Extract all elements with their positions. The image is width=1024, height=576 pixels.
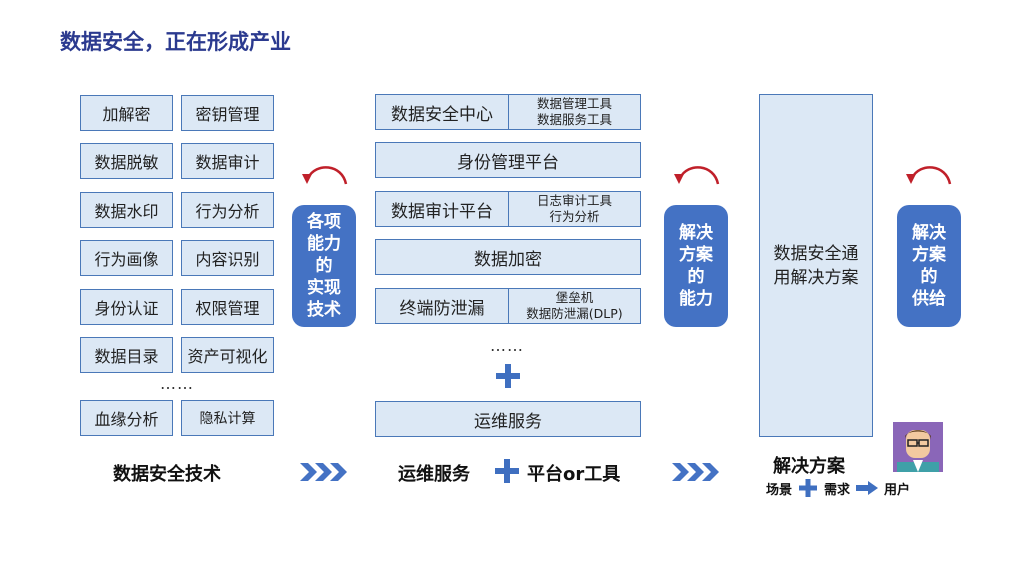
curved-arrow-icon bbox=[674, 166, 720, 185]
arrow-right-icon bbox=[856, 481, 879, 495]
tech-dots: …… bbox=[160, 374, 194, 393]
plus-icon bbox=[495, 459, 519, 483]
platform-main: 数据安全中心 bbox=[376, 95, 509, 129]
solution-capability-pill: 解决 方案 的 能力 bbox=[664, 205, 728, 327]
tech-label: 数据安全技术 bbox=[113, 464, 221, 485]
platform-row-data-security-center: 数据安全中心 数据管理工具 数据服务工具 bbox=[375, 94, 641, 130]
platform-row-audit: 数据审计平台 日志审计工具 行为分析 bbox=[375, 191, 641, 227]
tech-cell: 资产可视化 bbox=[181, 337, 274, 373]
platform-sub: 日志审计工具 bbox=[536, 193, 612, 208]
tech-cell: 数据水印 bbox=[80, 192, 173, 228]
tech-cell: 身份认证 bbox=[80, 289, 173, 325]
platform-sub: 行为分析 bbox=[549, 209, 600, 224]
platform-row-identity: 身份管理平台 bbox=[375, 142, 641, 178]
chevrons-right-icon bbox=[300, 463, 347, 481]
platform-subs: 数据管理工具 数据服务工具 bbox=[509, 96, 640, 128]
plus-icon bbox=[799, 479, 818, 497]
tech-cell: 权限管理 bbox=[181, 289, 274, 325]
solution-sub-row: 场景 需求 用户 bbox=[766, 478, 910, 498]
tech-cell: 数据审计 bbox=[181, 143, 274, 179]
platform-label-right: 平台or工具 bbox=[527, 464, 621, 485]
platform-sub: 堡垒机 bbox=[555, 290, 594, 305]
chevrons-right-icon bbox=[672, 463, 719, 481]
curved-arrow-icon bbox=[302, 166, 348, 185]
platform-main: 数据审计平台 bbox=[376, 192, 509, 226]
solution-label: 解决方案 bbox=[773, 456, 845, 477]
tech-cell: 密钥管理 bbox=[181, 95, 274, 131]
platform-sub: 数据防泄漏(DLP) bbox=[526, 306, 623, 321]
platform-row-encryption: 数据加密 bbox=[375, 239, 641, 275]
user-text: 用户 bbox=[884, 482, 911, 498]
curved-arrow-icon bbox=[906, 166, 952, 185]
tech-cell: 内容识别 bbox=[181, 240, 274, 276]
tech-cell: 隐私计算 bbox=[181, 400, 274, 436]
platform-sub: 数据服务工具 bbox=[536, 112, 612, 127]
scene-text: 场景 bbox=[766, 482, 793, 498]
tech-cell: 行为分析 bbox=[181, 192, 274, 228]
solution-supply-pill: 解决 方案 的 供给 bbox=[897, 205, 961, 327]
plus-icon bbox=[496, 364, 520, 388]
platform-row-ops: 运维服务 bbox=[375, 401, 641, 437]
tech-cell: 血缘分析 bbox=[80, 400, 173, 436]
platform-subs: 堡垒机 数据防泄漏(DLP) bbox=[509, 290, 640, 322]
tech-cell: 数据脱敏 bbox=[80, 143, 173, 179]
tech-cell: 行为画像 bbox=[80, 240, 173, 276]
platform-main: 终端防泄漏 bbox=[376, 289, 509, 323]
tech-cell: 数据目录 bbox=[80, 337, 173, 373]
user-avatar-icon bbox=[893, 422, 943, 472]
platform-subs: 日志审计工具 行为分析 bbox=[509, 193, 640, 225]
tech-cell: 加解密 bbox=[80, 95, 173, 131]
platform-sub: 数据管理工具 bbox=[536, 96, 612, 111]
platform-label-left: 运维服务 bbox=[398, 464, 470, 485]
tech-capability-pill: 各项 能力 的 实现 技术 bbox=[292, 205, 356, 327]
page-title: 数据安全，正在形成产业 bbox=[60, 30, 291, 54]
platform-dots: …… bbox=[490, 336, 524, 355]
solution-box: 数据安全通 用解决方案 bbox=[759, 94, 873, 437]
need-text: 需求 bbox=[824, 482, 851, 498]
platform-row-endpoint-dlp: 终端防泄漏 堡垒机 数据防泄漏(DLP) bbox=[375, 288, 641, 324]
